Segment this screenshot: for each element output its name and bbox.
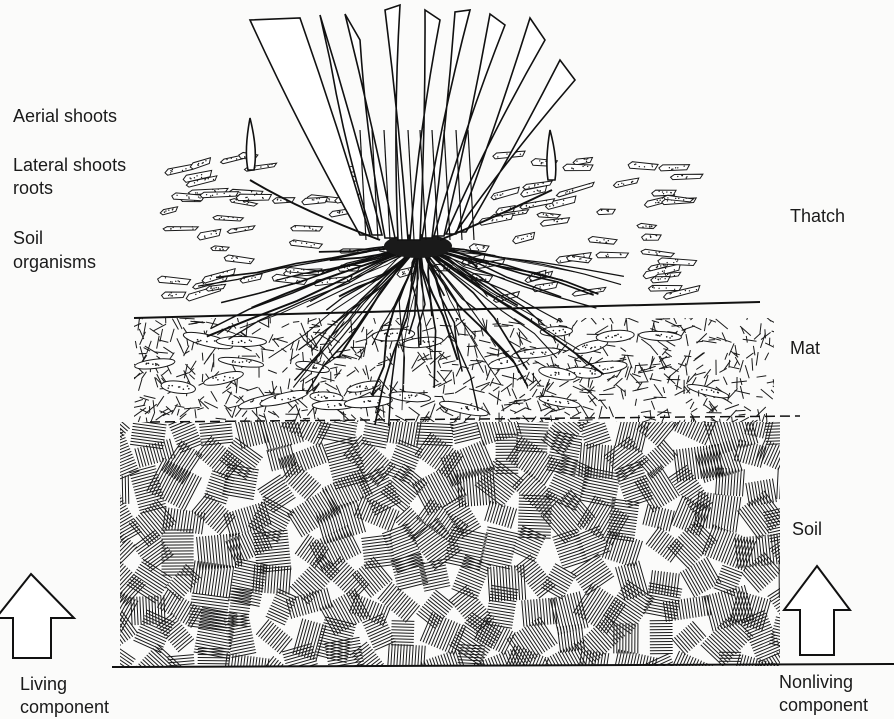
mat-label: Mat xyxy=(790,337,820,360)
living-component-arrow-icon xyxy=(0,574,74,658)
aerial-shoots-label: Aerial shoots xyxy=(13,105,117,128)
nonliving-component-arrow-icon xyxy=(784,566,850,655)
soil-layer xyxy=(84,400,812,699)
living-component-label-line1: Living xyxy=(20,673,67,696)
lateral-shoots-label: Lateral shoots xyxy=(13,154,126,177)
roots-label: roots xyxy=(13,177,53,200)
nonliving-component-label-line1: Nonliving xyxy=(779,671,853,694)
thatch-mat-boundary xyxy=(134,302,760,318)
soil-organisms-label-line1: Soil xyxy=(13,227,43,250)
mat-soil-boundary xyxy=(150,416,800,422)
living-component-label-line2: component xyxy=(20,696,109,719)
soil-label: Soil xyxy=(792,518,822,541)
soil-organisms-label-line2: organisms xyxy=(13,251,96,274)
nonliving-component-label-line2: component xyxy=(779,694,868,717)
thatch-label: Thatch xyxy=(790,205,845,228)
